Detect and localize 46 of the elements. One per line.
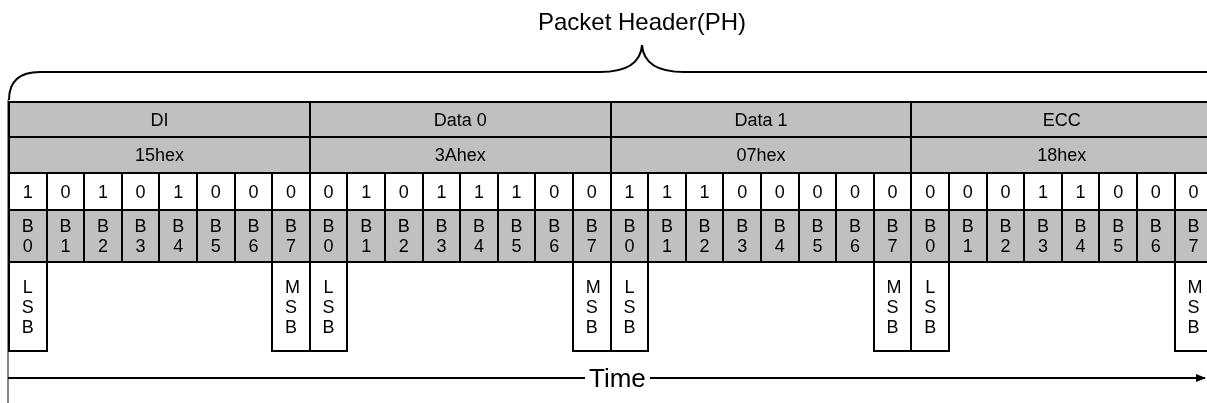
field-name: DI [8, 101, 311, 138]
diagram-title: Packet Header(PH) [536, 8, 748, 36]
field-name: Data 1 [609, 101, 913, 138]
field-name: ECC [910, 101, 1207, 138]
bit-index: B3 [421, 209, 462, 263]
field-name: Data 0 [308, 101, 612, 138]
bit-order-label: LSB [609, 261, 650, 352]
bit-index: B2 [684, 209, 725, 263]
bit-order-label: LSB [8, 261, 48, 352]
bit-index: B1 [948, 209, 988, 263]
bit-index: B7 [271, 209, 311, 263]
bit-index: B3 [722, 209, 762, 263]
bit-index: B4 [760, 209, 800, 263]
bit-index: B6 [1136, 209, 1176, 263]
bit-index: B2 [83, 209, 123, 263]
hex-value: 07hex [609, 136, 913, 174]
bit-index: B3 [120, 209, 161, 263]
bit-index: B0 [910, 209, 950, 263]
bit-index: B6 [835, 209, 875, 263]
bit-order-label: LSB [308, 261, 349, 352]
bit-index: B4 [1060, 209, 1101, 263]
bit-index: B7 [572, 209, 612, 263]
bit-order-label: MSB [572, 261, 612, 352]
bit-index: B1 [346, 209, 386, 263]
bit-index: B5 [196, 209, 236, 263]
hex-value: 15hex [8, 136, 311, 174]
bit-order-label: MSB [1173, 261, 1207, 352]
bit-index: B0 [8, 209, 48, 263]
hex-value: 3Ahex [308, 136, 612, 174]
bit-index: B6 [534, 209, 574, 263]
bit-index: B5 [1098, 209, 1138, 263]
bit-index: B5 [797, 209, 838, 263]
bit-index: B4 [459, 209, 499, 263]
bit-order-label: MSB [872, 261, 913, 352]
bit-index: B2 [985, 209, 1026, 263]
bit-index: B1 [45, 209, 86, 263]
bit-index: B1 [647, 209, 687, 263]
bit-index: B5 [496, 209, 537, 263]
hex-value: 18hex [910, 136, 1207, 174]
bit-index: B3 [1023, 209, 1063, 263]
bit-index: B2 [384, 209, 424, 263]
bit-order-label: MSB [271, 261, 311, 352]
bit-index: B4 [158, 209, 198, 263]
bit-index: B7 [1173, 209, 1207, 263]
bit-order-label: LSB [910, 261, 950, 352]
bit-index: B6 [233, 209, 274, 263]
